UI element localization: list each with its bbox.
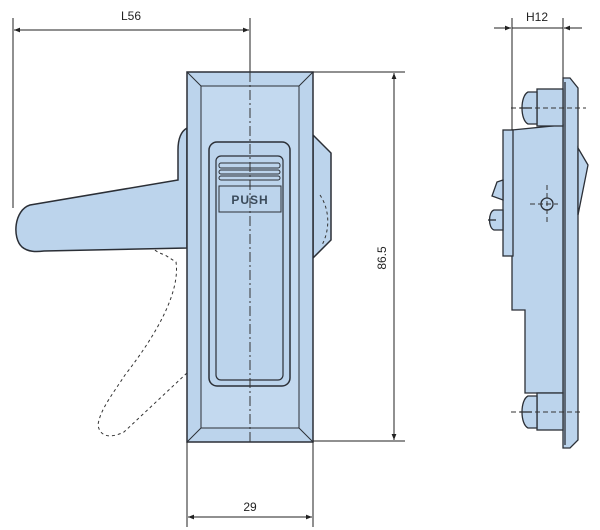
handle-open-position-outline [97, 217, 189, 437]
dimension-29-label: 29 [243, 500, 257, 514]
dimension-l56-label: L56 [121, 9, 141, 23]
side-view-center-lines [511, 107, 586, 413]
handle-side-protrusion [312, 133, 332, 260]
dimension-l56 [12, 18, 251, 208]
dimension-h12 [494, 18, 582, 130]
dimension-29 [186, 442, 314, 527]
dimension-86-5-label: 86.5 [375, 246, 389, 270]
latch-side-view [488, 77, 589, 449]
dimension-h12-label: H12 [526, 10, 548, 24]
push-button [208, 141, 291, 387]
handle-lever [15, 126, 188, 253]
dimension-86-5 [313, 71, 405, 442]
